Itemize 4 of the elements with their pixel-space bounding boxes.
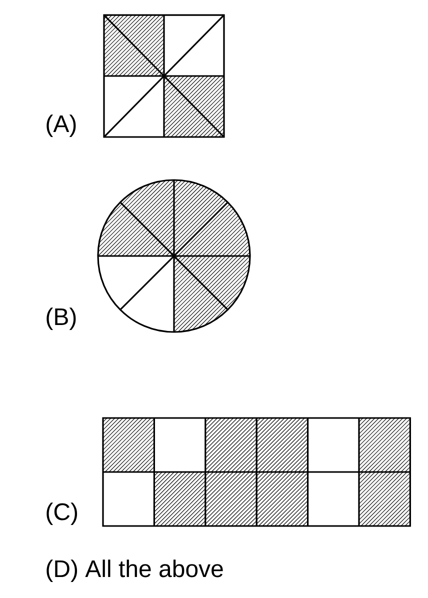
- option-label: (D) All the above: [46, 560, 223, 582]
- option-label: (C): [46, 502, 78, 525]
- option-label: (A): [46, 114, 76, 137]
- option-label: (B): [46, 308, 76, 330]
